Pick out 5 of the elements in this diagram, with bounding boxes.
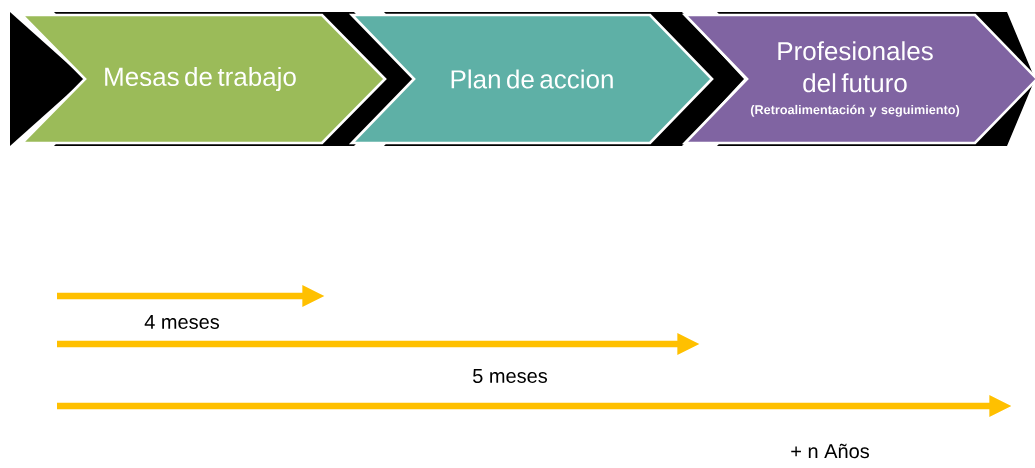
- chevron-box: Profesionales del futuro (Retroalimentación y seguimiento): [681, 13, 1035, 145]
- duration-label: 4 meses: [144, 315, 220, 329]
- duration-label: 5 meses: [473, 369, 548, 383]
- duration-label: + n Años: [791, 443, 869, 459]
- chevron-box: Plan de accion: [348, 13, 714, 145]
